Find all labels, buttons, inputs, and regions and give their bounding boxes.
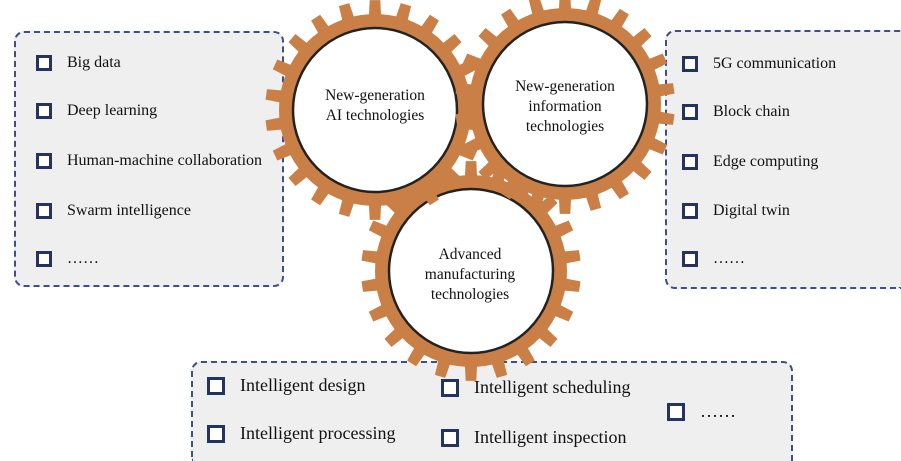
list-item-human-machine-collaboration: Human-machine collaboration: [36, 152, 262, 170]
list-item-label: Human-machine collaboration: [67, 152, 263, 169]
list-item-edge-computing: Edge computing: [682, 153, 818, 171]
list-item-ellipsis: ……: [667, 401, 736, 422]
list-item-digital-twin: Digital twin: [682, 202, 790, 220]
checkbox-icon: [36, 153, 52, 169]
list-item-label: ……: [700, 401, 736, 421]
list-item-swarm-intelligence: Swarm intelligence: [36, 202, 191, 220]
list-item-5g-communication: 5G communication: [682, 55, 836, 73]
gear-label-line: manufacturing: [424, 266, 516, 283]
list-item-label: Edge computing: [713, 153, 819, 170]
list-item-intelligent-scheduling: Intelligent scheduling: [441, 377, 630, 398]
list-item-label: Digital twin: [713, 202, 790, 219]
list-item-label: Intelligent inspection: [474, 427, 627, 447]
list-item-block-chain: Block chain: [682, 103, 790, 121]
checkbox-icon: [667, 402, 685, 421]
gear-label-line: information: [528, 98, 602, 115]
list-item-label: 5G communication: [713, 55, 837, 72]
list-item-label: ……: [713, 250, 745, 267]
checkbox-icon: [682, 154, 698, 170]
list-item-intelligent-design: Intelligent design: [207, 375, 365, 396]
checkbox-icon: [207, 376, 225, 395]
list-item-big-data: Big data: [36, 54, 121, 72]
checkbox-icon: [682, 56, 698, 72]
gear-ai-technologies-icon: [265, 0, 485, 220]
checkbox-icon: [682, 203, 698, 219]
gear-center-circle: [387, 187, 555, 355]
gear-center-circle: [481, 20, 649, 188]
gear-label-info: New-generation information technologies: [490, 77, 640, 137]
gear-label-ai: New-generation AI technologies: [300, 86, 450, 126]
bottom-panel-manufacturing: Intelligent design Intelligent schedulin…: [191, 361, 793, 461]
list-item-ellipsis: ……: [36, 250, 99, 268]
right-panel-information-technologies: 5G communication Block chain Edge comput…: [665, 30, 901, 289]
list-item-intelligent-inspection: Intelligent inspection: [441, 427, 626, 448]
gear-label-line: AI technologies: [325, 107, 425, 124]
list-item-label: Intelligent scheduling: [474, 377, 631, 397]
gear-label-line: New-generation: [515, 78, 615, 95]
list-item-label: ……: [67, 250, 99, 267]
checkbox-icon: [441, 378, 459, 397]
gear-label-manufacturing: Advanced manufacturing technologies: [395, 245, 545, 305]
checkbox-icon: [36, 55, 52, 71]
list-item-intelligent-processing: Intelligent processing: [207, 423, 395, 444]
list-item-deep-learning: Deep learning: [36, 102, 157, 120]
checkbox-icon: [682, 251, 698, 267]
list-item-label: Intelligent design: [240, 375, 366, 395]
gear-information-technologies-icon: [455, 0, 675, 214]
list-item-label: Big data: [67, 54, 121, 71]
list-item-label: Block chain: [713, 103, 790, 120]
gear-label-line: Advanced: [438, 246, 502, 263]
gear-manufacturing-technologies-icon: [361, 161, 581, 381]
checkbox-icon: [36, 103, 52, 119]
list-item-label: Intelligent processing: [240, 423, 396, 443]
checkbox-icon: [441, 428, 459, 447]
gear-label-line: technologies: [430, 286, 510, 303]
gear-label-line: New-generation: [325, 87, 425, 104]
list-item-label: Swarm intelligence: [67, 202, 191, 219]
gear-center-circle: [291, 26, 459, 194]
checkbox-icon: [682, 104, 698, 120]
left-panel-ai-technologies: Big data Deep learning Human-machine col…: [14, 31, 284, 287]
gear-label-line: technologies: [525, 118, 605, 135]
checkbox-icon: [36, 203, 52, 219]
checkbox-icon: [36, 251, 52, 267]
list-item-ellipsis: ……: [682, 250, 745, 268]
list-item-label: Deep learning: [67, 102, 158, 119]
checkbox-icon: [207, 424, 225, 443]
